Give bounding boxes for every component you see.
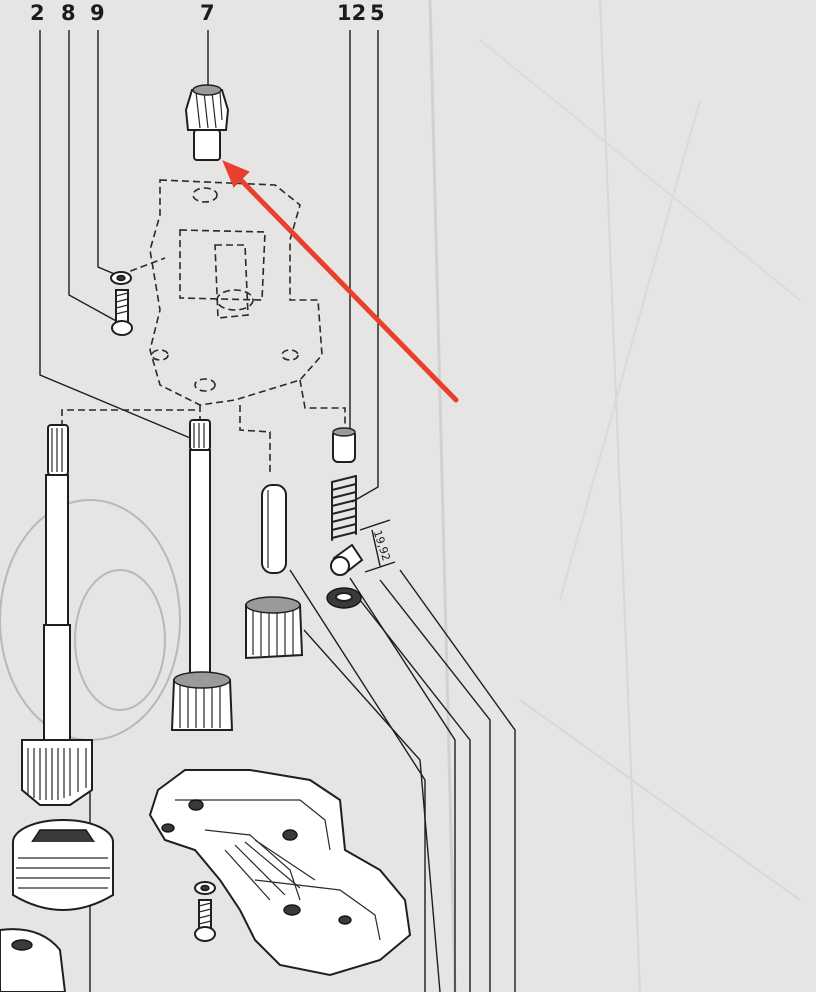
callout-label-7: 7 xyxy=(200,1,215,25)
partial-lower-part xyxy=(0,928,67,992)
bolt-part-8 xyxy=(111,289,133,336)
callout-label-5: 5 xyxy=(370,1,385,25)
assembly-routing-lines xyxy=(89,569,516,992)
pump-pin xyxy=(261,484,287,574)
callout-label-2: 2 xyxy=(30,1,45,25)
red-arrow-icon xyxy=(222,160,459,403)
lower-washer xyxy=(194,881,216,895)
spring-part-5 xyxy=(331,475,357,541)
bleed-through-ghost xyxy=(0,499,181,741)
coupling-cup xyxy=(12,819,114,911)
seat-washer xyxy=(326,587,362,609)
callout-leader-lines xyxy=(39,30,379,503)
drive-gear-part-7 xyxy=(184,84,230,161)
valve-cap-part-12 xyxy=(332,427,356,463)
left-drive-shaft xyxy=(21,424,93,806)
pump-body-base xyxy=(148,769,412,977)
callout-label-9: 9 xyxy=(90,1,105,25)
center-drive-shaft xyxy=(170,419,234,731)
washer-part-9 xyxy=(110,271,132,285)
pump-housing-dashed xyxy=(61,179,346,475)
lower-bolt xyxy=(194,899,216,942)
dimension-marks xyxy=(359,519,396,573)
driven-gear xyxy=(245,596,304,660)
callout-label-8: 8 xyxy=(61,1,76,25)
callout-label-12: 12 xyxy=(337,1,367,25)
valve-plunger xyxy=(330,543,364,576)
